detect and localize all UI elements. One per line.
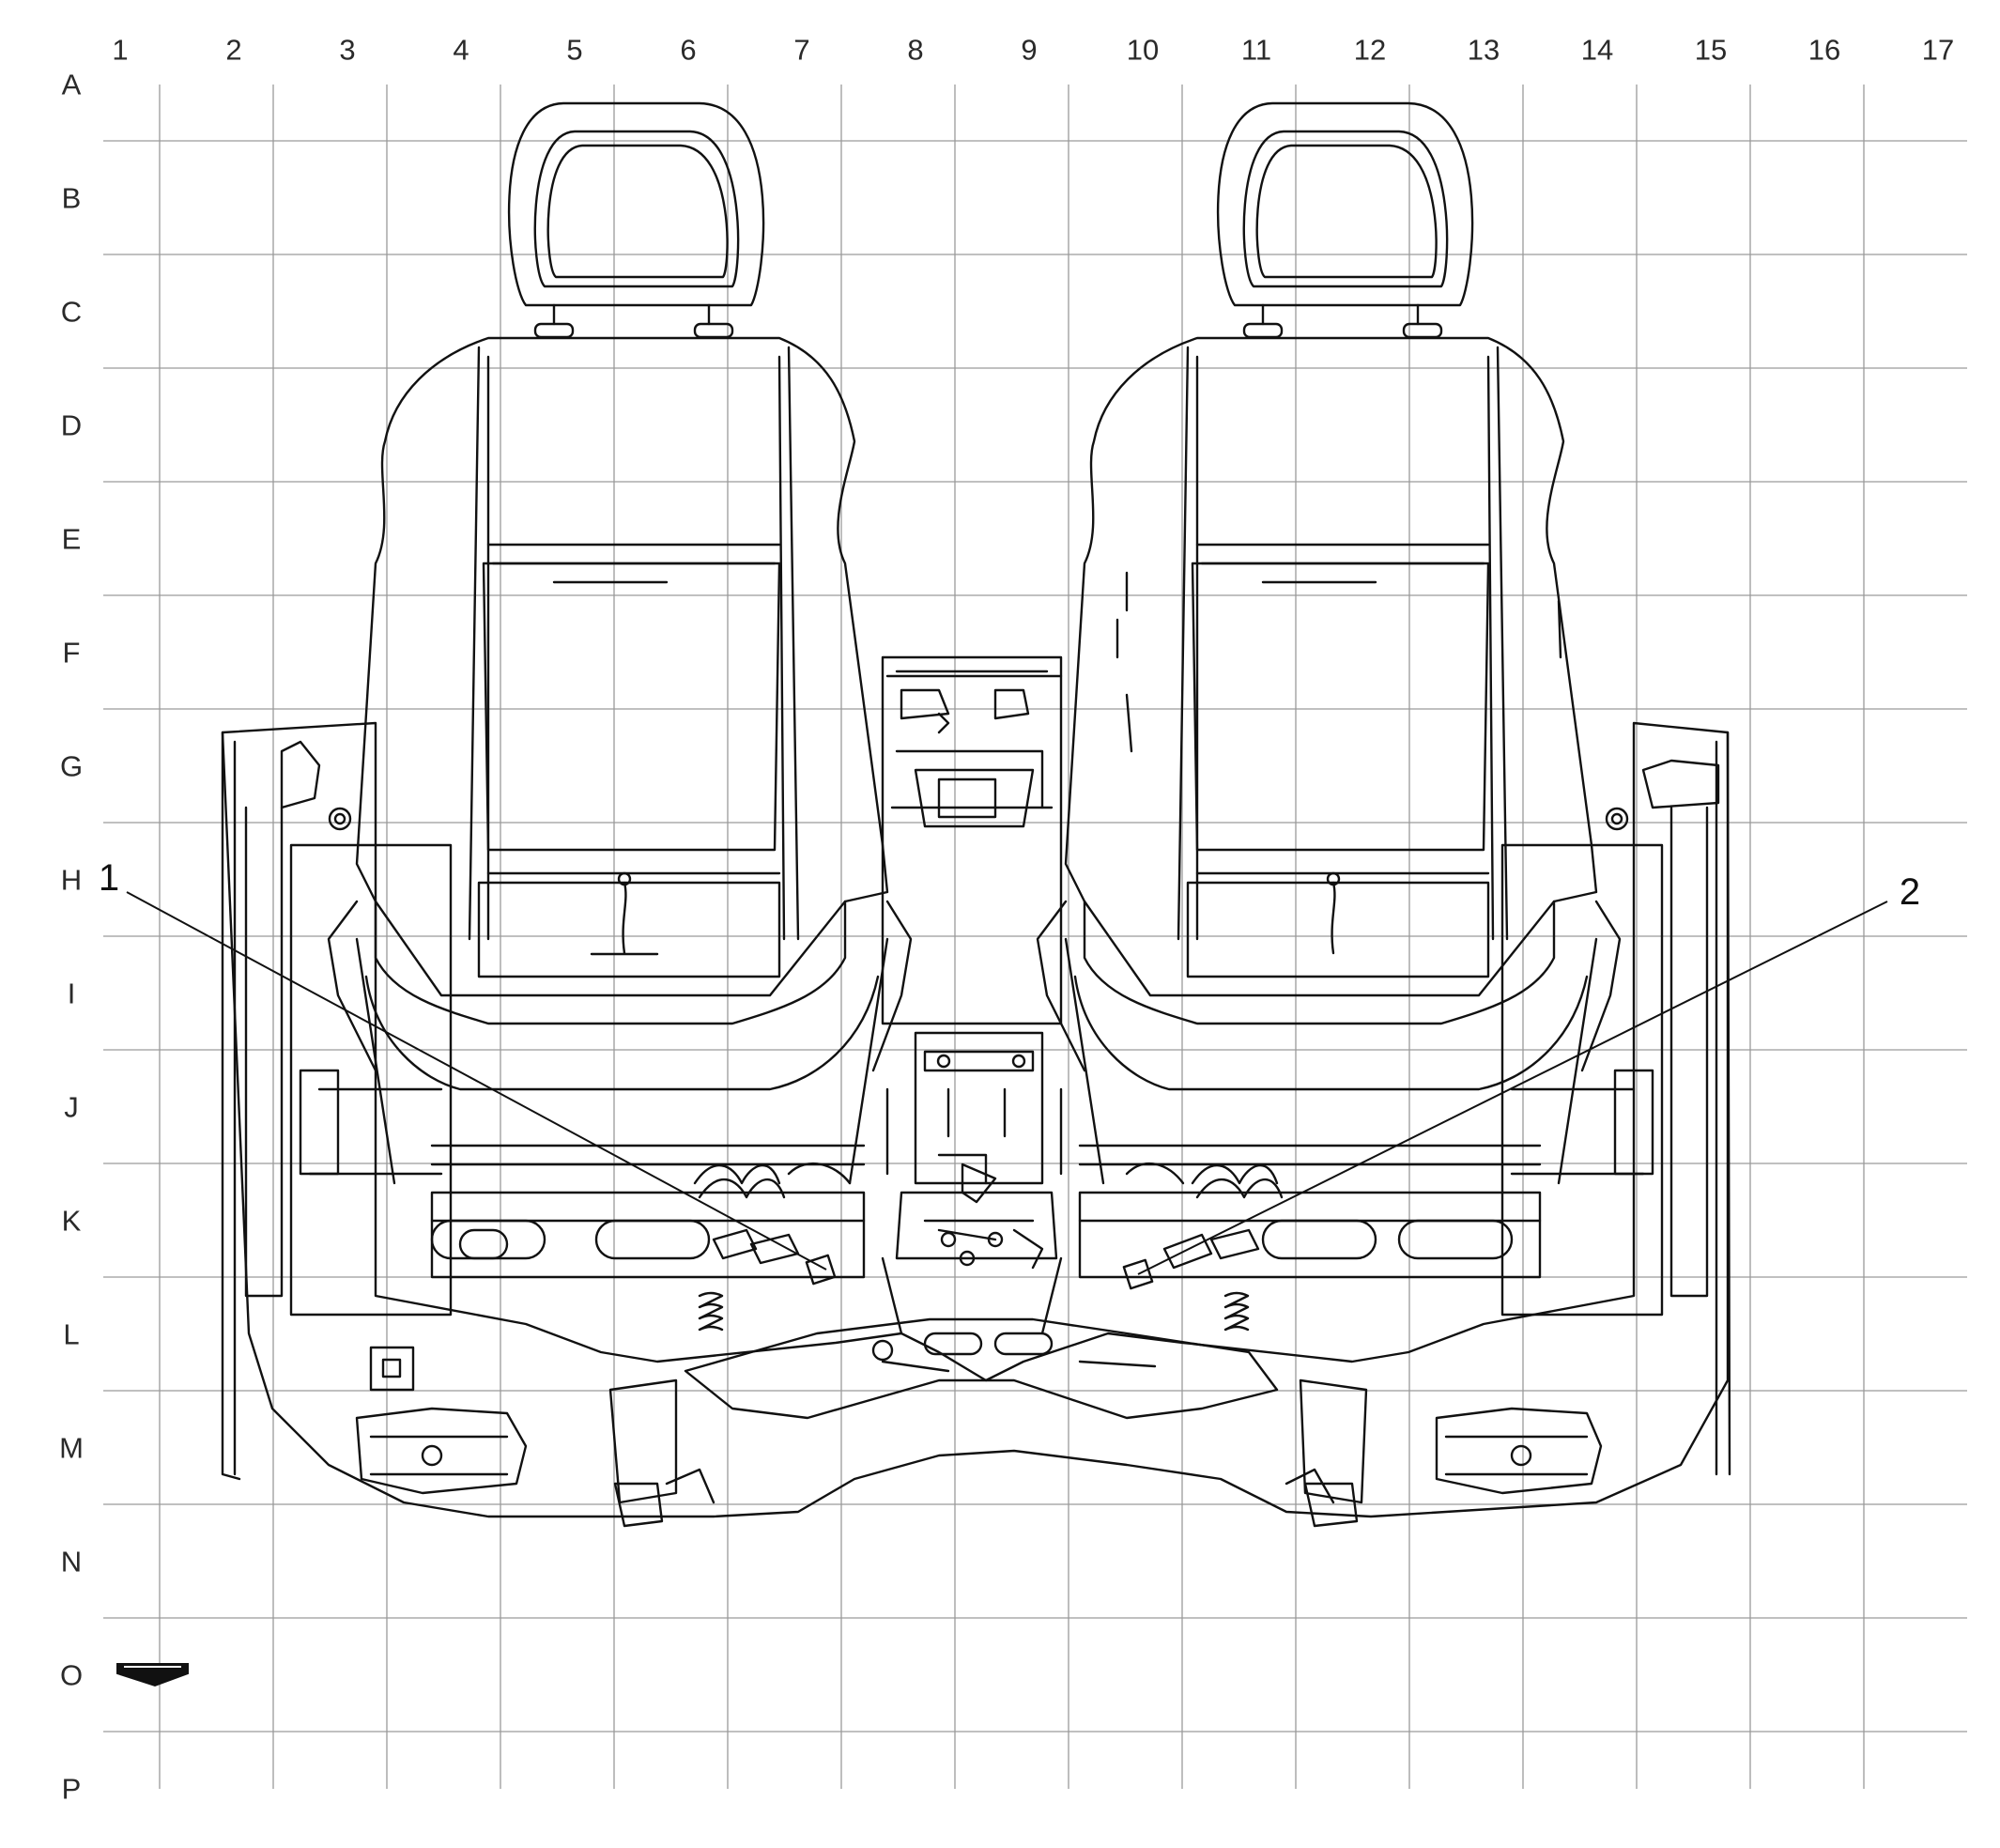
column-label: 11 <box>1240 33 1272 67</box>
seat-assembly-drawing <box>221 101 1731 1528</box>
row-label: E <box>61 522 82 556</box>
row-label: P <box>61 1772 82 1806</box>
column-label: 3 <box>339 33 356 67</box>
reference-grid <box>103 85 1967 1789</box>
row-label: K <box>61 1204 82 1238</box>
column-label: 9 <box>1021 33 1038 67</box>
column-label: 14 <box>1580 33 1614 67</box>
callout-leaders <box>126 891 1888 1275</box>
row-label: F <box>62 636 81 670</box>
callout-1-leader <box>126 891 827 1270</box>
column-label: 10 <box>1126 33 1160 67</box>
row-label: J <box>64 1090 79 1124</box>
callout-2: 2 <box>1899 871 1921 913</box>
column-label: 5 <box>566 33 583 67</box>
left-front-seat <box>327 101 913 1185</box>
row-label: M <box>59 1431 84 1465</box>
row-label: O <box>59 1658 84 1692</box>
callout-2-leader <box>1137 901 1888 1275</box>
column-label: 7 <box>793 33 810 67</box>
row-label: B <box>61 181 82 215</box>
row-label: L <box>63 1317 80 1351</box>
row-label: D <box>60 408 83 442</box>
column-label: 4 <box>453 33 469 67</box>
row-label: H <box>60 863 83 897</box>
column-label: 16 <box>1808 33 1841 67</box>
right-front-seat <box>1036 101 1622 1185</box>
column-label: 1 <box>112 33 129 67</box>
column-label: 12 <box>1353 33 1387 67</box>
rear-bulkhead <box>885 674 1063 1176</box>
row-label: N <box>60 1545 83 1578</box>
row-label: C <box>60 295 83 329</box>
row-label: A <box>61 68 82 101</box>
column-label: 15 <box>1694 33 1728 67</box>
column-label: 13 <box>1467 33 1500 67</box>
column-label: 8 <box>907 33 924 67</box>
column-label: 2 <box>225 33 242 67</box>
view-direction-arrow-icon <box>116 1663 189 1687</box>
seat-harness-connectors <box>693 1162 1284 1290</box>
callout-1: 1 <box>98 857 120 899</box>
column-label: 6 <box>680 33 697 67</box>
column-label: 17 <box>1921 33 1955 67</box>
row-label: I <box>67 977 76 1010</box>
row-label: G <box>59 749 84 783</box>
